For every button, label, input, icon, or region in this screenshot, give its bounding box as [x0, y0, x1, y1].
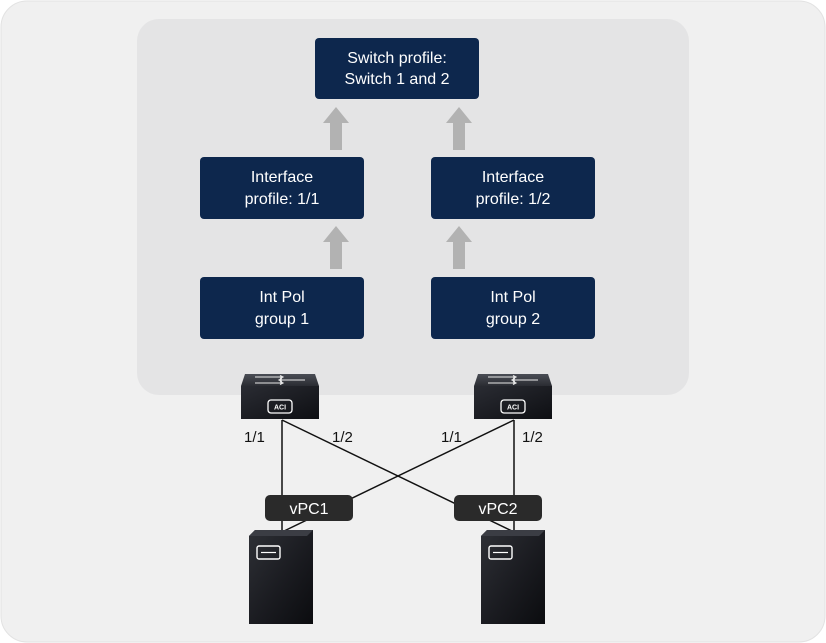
server-icon: [249, 530, 313, 624]
arrow-up-icon: [446, 107, 472, 150]
interface-profile-2-line2: profile: 1/2: [476, 191, 551, 208]
arrow-up-icon: [446, 226, 472, 269]
vpc1-badge: vPC1: [265, 495, 353, 521]
arrow-up-icon: [323, 226, 349, 269]
switch-badge: ACI: [274, 405, 286, 412]
switch-badge: ACI: [507, 405, 519, 412]
switch-profile-line2: Switch 1 and 2: [345, 71, 450, 88]
interface-profile-2-line1: Interface: [482, 169, 544, 186]
vpc1-label: vPC1: [289, 501, 328, 518]
server-icon: [481, 530, 545, 624]
port-label-s2-right: 1/2: [522, 429, 543, 446]
int-pol-group-2-line1: Int Pol: [490, 289, 535, 306]
switch-profile-box: Switch profile: Switch 1 and 2: [315, 38, 479, 99]
switch-profile-line1: Switch profile:: [347, 50, 447, 67]
int-pol-group-2-box: Int Pol group 2: [431, 277, 595, 339]
interface-profile-1-line1: Interface: [251, 169, 313, 186]
port-label-s2-left: 1/1: [441, 429, 462, 446]
interface-profile-1-box: Interface profile: 1/1: [200, 157, 364, 219]
arrows: [323, 107, 472, 269]
aci-switch-icon: ACI: [241, 374, 319, 419]
int-pol-group-1-line2: group 1: [255, 311, 309, 328]
int-pol-group-1-box: Int Pol group 1: [200, 277, 364, 339]
interface-profile-2-box: Interface profile: 1/2: [431, 157, 595, 219]
port-label-s1-right: 1/2: [332, 429, 353, 446]
int-pol-group-1-line1: Int Pol: [259, 289, 304, 306]
vpc2-label: vPC2: [478, 501, 517, 518]
arrow-up-icon: [323, 107, 349, 150]
port-label-s1-left: 1/1: [244, 429, 265, 446]
int-pol-group-2-line2: group 2: [486, 311, 540, 328]
vpc2-badge: vPC2: [454, 495, 542, 521]
interface-profile-1-line2: profile: 1/1: [245, 191, 320, 208]
aci-switch-icon: ACI: [474, 374, 552, 419]
